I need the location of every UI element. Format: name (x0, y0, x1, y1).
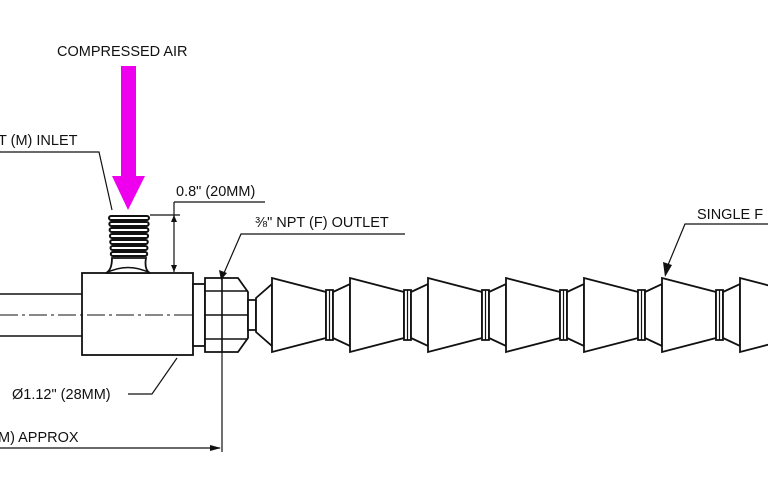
segment-flare (566, 282, 585, 348)
diameter-label: Ø1.12" (28MM) (12, 387, 111, 403)
thread (108, 227, 150, 233)
segment-flare (488, 282, 507, 348)
thread (109, 245, 149, 251)
thread (109, 251, 149, 257)
outlet-leader-arrowhead (219, 270, 227, 280)
segment-flare (332, 282, 351, 348)
length-dimension (0, 352, 223, 452)
single-leader-arrowhead (663, 262, 672, 277)
hose-segment (739, 276, 768, 354)
segment-cone (739, 276, 768, 354)
nipple-height-label: 0.8" (20MM) (176, 184, 255, 200)
segment-cone (271, 276, 327, 354)
diameter-leader (128, 357, 178, 395)
compressed-air-arrow-icon (112, 66, 145, 210)
hose-segment (583, 276, 663, 354)
thread (108, 233, 150, 239)
threaded-nipple (105, 215, 151, 274)
single-label: SINGLE F (697, 207, 763, 223)
thread (108, 215, 150, 221)
compressed-air-label: COMPRESSED AIR (57, 44, 188, 60)
nipple-height-dimension (150, 201, 265, 272)
segment-flare (722, 282, 741, 348)
segment-cone (427, 276, 483, 354)
outlet-neck (192, 283, 206, 347)
inlet-label: T (M) INLET (0, 133, 78, 149)
tee-body (81, 272, 194, 356)
segment-flare (410, 282, 429, 348)
inlet-pipe (0, 293, 82, 337)
inlet-leader (0, 151, 113, 211)
hose-segment (349, 276, 429, 354)
hose-segment (427, 276, 507, 354)
hose-segment (505, 276, 585, 354)
length-label: M) APPROX (0, 430, 79, 446)
segment-cone (583, 276, 639, 354)
hose-segment (661, 276, 741, 354)
segment-flare (644, 282, 663, 348)
hex-nut (204, 277, 249, 353)
outlet-leader (223, 233, 405, 274)
segment-cone (505, 276, 561, 354)
thread (109, 239, 149, 245)
segment-cone (349, 276, 405, 354)
outlet-label: ⅜" NPT (F) OUTLET (255, 215, 389, 231)
thread (108, 221, 150, 227)
first-flare (255, 282, 273, 348)
nut-collar (247, 299, 257, 331)
hose-segment (271, 276, 351, 354)
hose-segments (247, 276, 768, 354)
single-leader (667, 223, 768, 266)
segment-cone (661, 276, 717, 354)
